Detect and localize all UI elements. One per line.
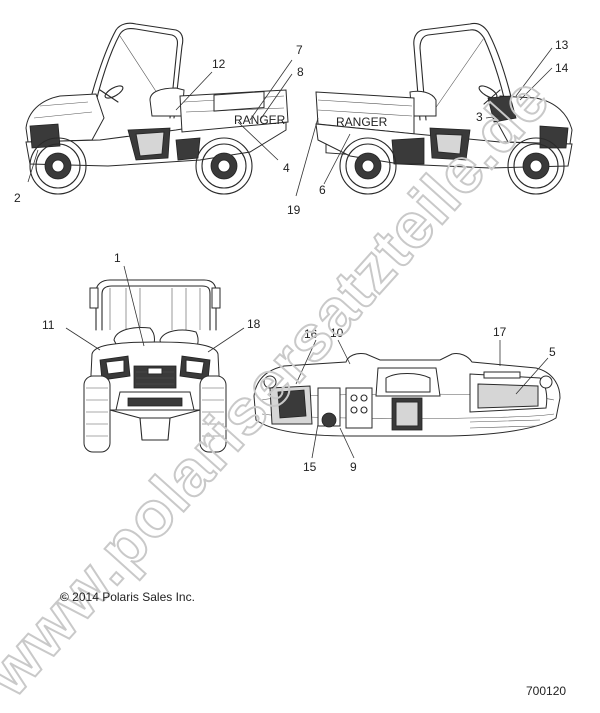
rear-wheel-left-view <box>195 137 253 195</box>
callout-8: 8 <box>297 65 304 79</box>
callout-labels: 1 2 3 4 5 6 7 8 9 10 11 12 13 14 15 16 1… <box>14 38 569 474</box>
callout-5: 5 <box>549 345 556 359</box>
vehicle-front-view <box>83 279 227 453</box>
vehicle-left-side-view: RANGER <box>25 22 289 195</box>
leader-lines <box>27 47 553 459</box>
front-wheel-right-view <box>507 137 565 195</box>
front-wheel-left-view <box>29 137 87 195</box>
callout-13: 13 <box>555 38 569 52</box>
callout-19: 19 <box>287 203 301 217</box>
callout-1: 1 <box>114 251 121 265</box>
callout-12: 12 <box>212 57 226 71</box>
callout-14: 14 <box>555 61 569 75</box>
callout-18: 18 <box>247 317 261 331</box>
decal-ranger-right: RANGER <box>336 115 388 129</box>
callout-6: 6 <box>319 183 326 197</box>
decal-ranger-left: RANGER <box>234 113 286 127</box>
callout-7: 7 <box>296 43 303 57</box>
callout-10: 10 <box>330 326 344 340</box>
front-view-wheels <box>83 375 227 453</box>
callout-4: 4 <box>283 161 290 175</box>
rear-wheel-right-view <box>339 137 397 195</box>
callout-11: 11 <box>42 318 55 332</box>
callout-2: 2 <box>14 191 21 205</box>
vehicle-right-side-view: RANGER <box>315 22 573 195</box>
dashboard-view <box>253 353 561 437</box>
callout-16: 16 <box>304 327 318 341</box>
figure-number: 700120 <box>526 684 567 698</box>
callout-15: 15 <box>303 460 317 474</box>
callout-3: 3 <box>476 110 483 124</box>
callout-9: 9 <box>350 460 357 474</box>
callout-17: 17 <box>493 325 507 339</box>
copyright-notice: © 2014 Polaris Sales Inc. <box>60 590 195 604</box>
